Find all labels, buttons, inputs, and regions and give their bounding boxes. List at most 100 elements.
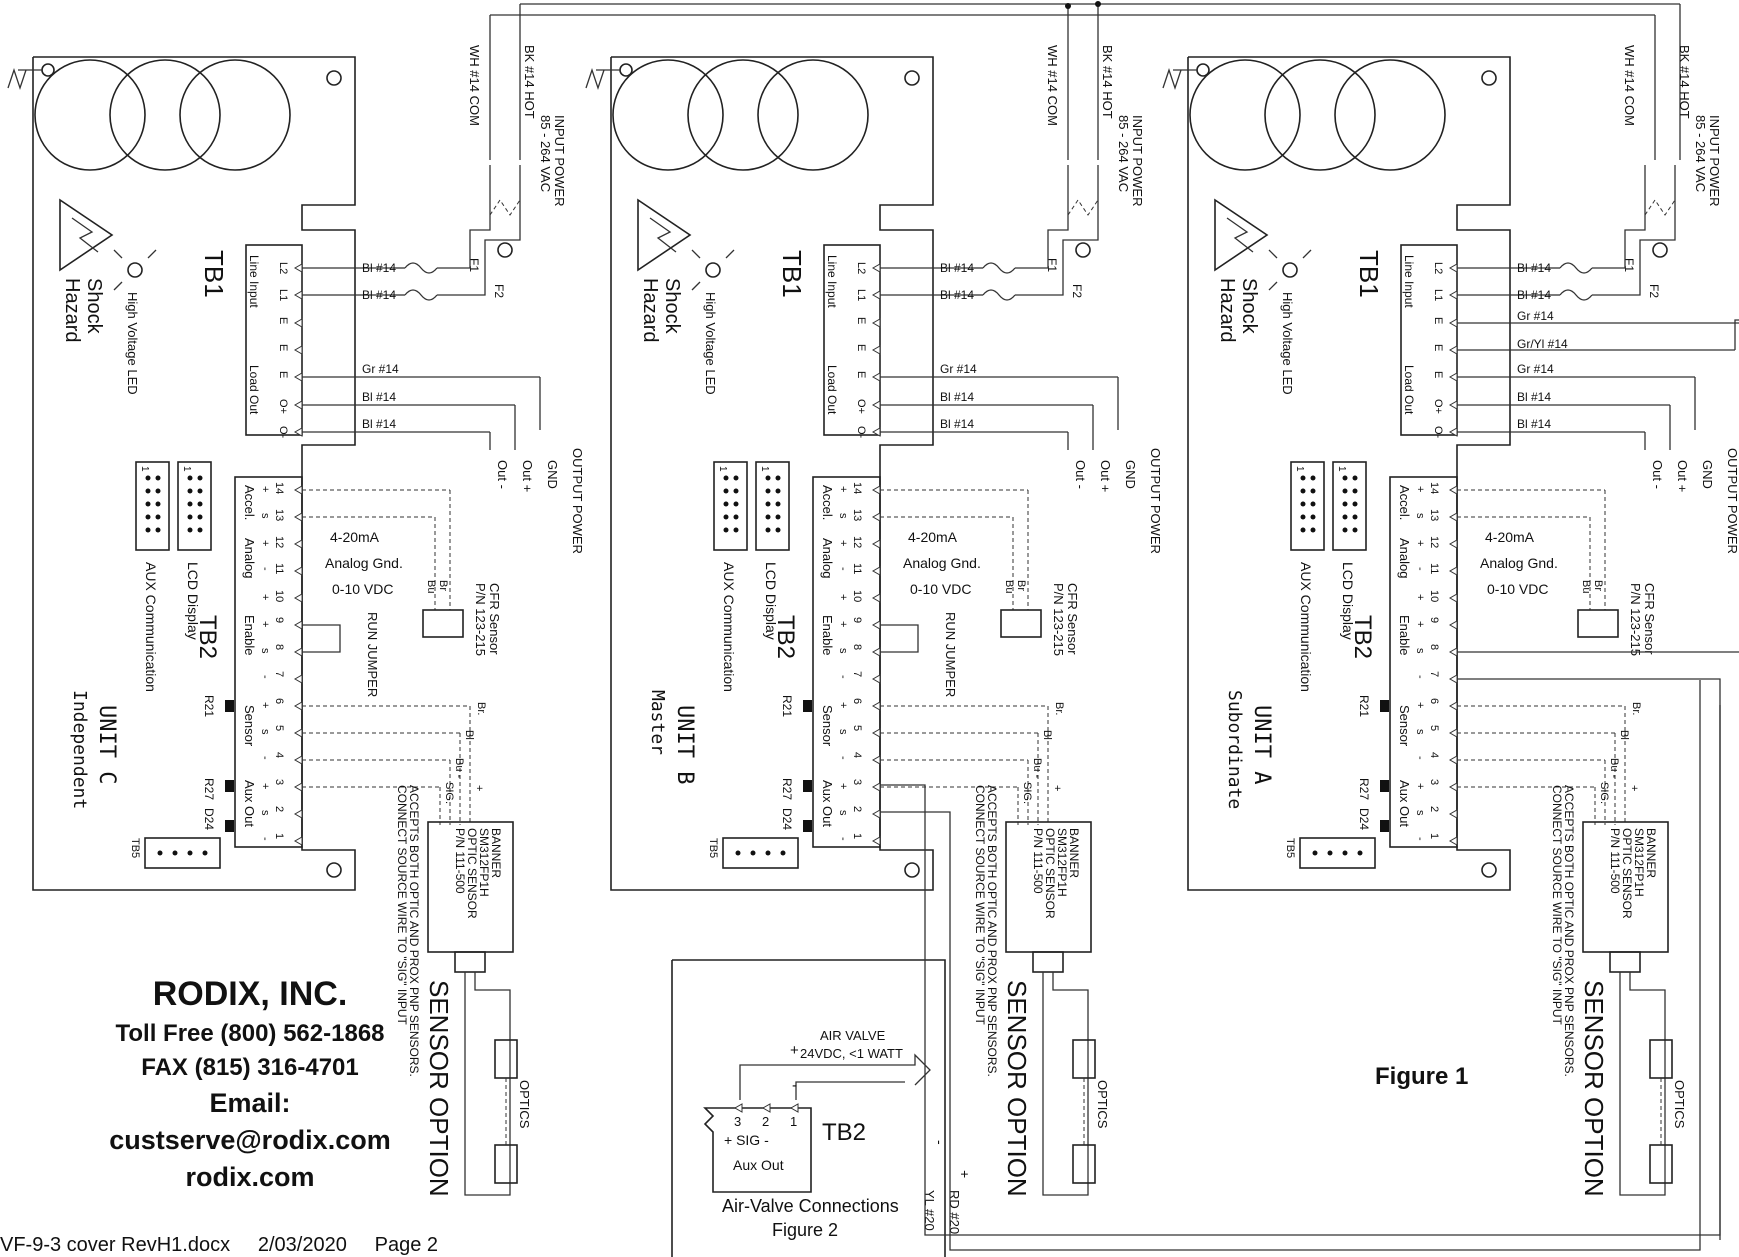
tb2-pin-number: 11 [851, 563, 863, 574]
email-link[interactable]: custserve@rodix.com [109, 1125, 391, 1155]
unit-role: Independent [69, 690, 90, 809]
aux-communication-connector [135, 461, 170, 551]
terminal-triangle [871, 755, 881, 765]
board-outline [1187, 56, 1511, 891]
wire-color-label: Br [1592, 580, 1604, 591]
pin-dot [780, 850, 786, 856]
tb2-pin-sign: - [837, 567, 849, 571]
tb2-pin-sign: s [259, 810, 271, 816]
input-vac-label: 85 - 264 VAC [538, 115, 553, 192]
tb2-pin-number: 11 [1428, 563, 1440, 574]
web-link[interactable]: rodix.com [185, 1162, 315, 1192]
company-name: RODIX, INC. [152, 975, 348, 1013]
terminal-triangle [1448, 400, 1458, 410]
tb1-pin-label: E [277, 344, 289, 351]
terminal-triangle [293, 647, 303, 657]
unit-name: UNIT B [672, 705, 697, 784]
terminal-triangle [871, 372, 881, 382]
optics-label: OPTICS [1672, 1080, 1687, 1129]
r21-label: R21 [780, 695, 794, 717]
wire-label: Bl #14 [940, 288, 974, 302]
pin-dot [723, 527, 729, 533]
tb5-label: TB5 [129, 838, 141, 858]
cfr-sensor-pn: P/N 123-215 [473, 583, 488, 656]
tb5-label: TB5 [707, 838, 719, 858]
ground-symbol [585, 67, 605, 91]
wire [691, 249, 701, 259]
analog-0-10vdc-label: 0-10 VDC [332, 581, 393, 597]
sensor-lead [1609, 951, 1641, 973]
aux-out-label: Aux Out [1397, 780, 1412, 827]
wire-color-label: Bu [1580, 580, 1592, 593]
pin-dot [187, 527, 193, 533]
aux-out-label: Aux Out [242, 780, 257, 827]
pin-dot [145, 488, 151, 494]
pin-dot [157, 850, 163, 856]
analog-4-20ma-label: 4-20mA [1485, 529, 1535, 545]
lightning-icon [649, 217, 677, 253]
terminal-triangle [293, 512, 303, 522]
tb2-pin-number: 9 [851, 617, 863, 623]
capacitor-3 [1334, 59, 1446, 171]
output-power-label: OUTPUT POWER [1148, 448, 1163, 554]
pin-dot [775, 488, 781, 494]
sensor-label: Sensor [1397, 705, 1412, 747]
r27-component [1380, 780, 1389, 792]
tb2-pin-sign: - [1414, 675, 1426, 679]
tb2-pin-sign: s [259, 513, 271, 519]
pin-dot [145, 527, 151, 533]
capacitor-1 [34, 59, 146, 171]
tb5-connector [1299, 837, 1376, 869]
wire-label: Gr #14 [362, 362, 399, 376]
terminal-triangle [871, 318, 881, 328]
tb2-pin-sign: + [1414, 594, 1426, 600]
tb2-pin-sign: + [837, 594, 849, 600]
line-wire [1033, 165, 1069, 269]
tb1-pin-label: E [855, 371, 867, 378]
terminal-triangle [293, 485, 303, 495]
mounting-hole [1481, 862, 1497, 878]
cfr-sensor [1577, 609, 1619, 638]
run-jumper-label: RUN JUMPER [943, 612, 958, 697]
pin-dot [1300, 514, 1306, 520]
tb2-pin-sign: + [259, 486, 271, 492]
sensor-label: Sensor [820, 705, 835, 747]
pin-dot [1300, 475, 1306, 481]
output-power-label: OUTPUT POWER [1725, 448, 1739, 554]
tb2-pin-sign: s [837, 810, 849, 816]
terminal-triangle [293, 836, 303, 846]
tb2-pin-sign: s [837, 513, 849, 519]
pin-dot [1352, 475, 1358, 481]
pin-dot [1342, 850, 1348, 856]
aux-pin-signs: + SIG - [724, 1132, 769, 1148]
wire [113, 249, 123, 259]
tb2-pin-number: 14 [273, 482, 285, 494]
tb2-pin-number: 3 [851, 779, 863, 785]
tb1-pin-label: E [1432, 371, 1444, 378]
pin-dot [1300, 488, 1306, 494]
tb2-pin-number: 1 [273, 833, 285, 839]
unit-name: UNIT A [1249, 705, 1274, 784]
pin-dot [723, 501, 729, 507]
terminal-triangle [871, 290, 881, 300]
terminal-triangle [293, 566, 303, 576]
pin-dot [775, 475, 781, 481]
footer: VF-9-3 cover RevH1.docx 2/03/2020 Page 2 [0, 1234, 439, 1256]
sensor-option-label: SENSOR OPTION [1002, 980, 1032, 1197]
pin-dot [765, 501, 771, 507]
switch-dashed [489, 199, 521, 216]
pin-dot [187, 514, 193, 520]
r27-component [225, 780, 234, 792]
pin-dot [155, 475, 161, 481]
capacitor-3 [179, 59, 291, 171]
tb2-pin-sign: - [259, 837, 271, 841]
pin-dot [155, 501, 161, 507]
pin-dot [765, 488, 771, 494]
tb2-pin-number: 4 [851, 752, 863, 758]
pin-dot [765, 514, 771, 520]
lcd-display-connector-label: LCD Display [1340, 562, 1356, 640]
banner-pn: P/N 111-500 [1031, 828, 1045, 894]
pin-dot [733, 527, 739, 533]
terminal-triangle [1448, 290, 1458, 300]
tb1-block [1400, 244, 1458, 436]
